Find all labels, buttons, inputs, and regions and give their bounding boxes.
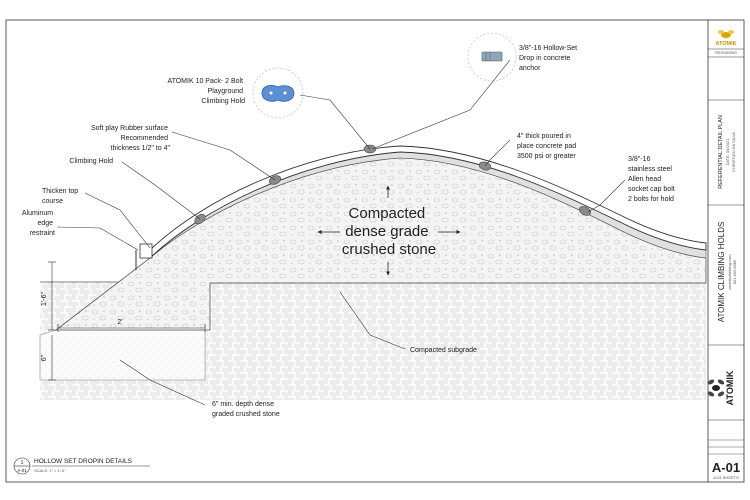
bolt-label: 3/8"-16 stainless steel Allen head socke… [628, 156, 677, 203]
svg-text:1: 1 [21, 460, 24, 466]
width-dimension: 2' [117, 319, 122, 326]
climbing-hold-label: Climbing Hold [69, 158, 113, 165]
drawing-title: HOLLOW SET DROPIN DETAILS [34, 458, 133, 465]
sheet-id: A-01 [712, 460, 740, 475]
title-block: ATOMIK REVISIONS REFERENTIAL DETAIL PLAN… [707, 30, 744, 480]
stone-center-label: Compacted dense grade crushed stone [342, 205, 436, 258]
plan-sub-2: CHRISTIAN DA SILVA [731, 132, 736, 172]
min-depth-label: 6" min. depth dense graded crushed stone [212, 401, 280, 418]
logo-text: ATOMIK [715, 41, 736, 47]
leader-lines [56, 59, 626, 406]
height-dimension: 1'-6" [41, 292, 48, 306]
hollow-set-anchor-icon [481, 51, 503, 62]
rubber-surface-label: Soft play Rubber surface Recommended thi… [91, 125, 171, 152]
revisions-label: REVISIONS [715, 50, 737, 55]
stone-arrows [317, 185, 461, 276]
concrete-pad-label: 4" thick poured in place concrete pad 35… [517, 133, 578, 160]
plan-sub-1: DATE: 09/2021 [725, 138, 730, 166]
atomik-bee-mark-icon [707, 379, 725, 397]
company-logo-text: ATOMIK [725, 370, 735, 405]
climbing-hold-5 [579, 206, 591, 216]
edge-restraint [139, 243, 153, 259]
plan-title: REFERENTIAL DETAIL PLAN [718, 115, 724, 189]
atomik-bee-logo-icon [718, 30, 734, 38]
sheet-count: A-01 SHEETS [713, 475, 739, 480]
anchor-detail-bubble [467, 32, 517, 82]
edge-restraint-label: Aluminum edge restraint [22, 210, 55, 237]
drawing-scale: SCALE: 1" = 1'-0" [34, 468, 66, 473]
subgrade-label: Compacted subgrade [410, 347, 477, 354]
min-depth-stone [39, 329, 206, 381]
depth-dimension: 6" [41, 354, 48, 361]
blue-climbing-hold-icon [261, 85, 295, 102]
project-sub-1: atomikclimbing.com [727, 254, 732, 290]
hold-detail-bubble [252, 67, 304, 119]
anchor-label: 3/8"-16 Hollow-Set Drop in concrete anch… [519, 45, 579, 72]
project-title: ATOMIK CLIMBING HOLDS [717, 222, 726, 323]
drawing-tag: 1 A-01 [13, 457, 31, 475]
dimension-lines [48, 261, 206, 381]
sheet-border [5, 19, 745, 483]
svg-text:A-01: A-01 [17, 468, 27, 473]
thicken-top-label: Thicken top course [42, 188, 80, 205]
project-sub-2: 801.405.8389 [732, 259, 737, 284]
hold-pack-label: ATOMIK 10 Pack- 2 Bolt Playground Climbi… [167, 78, 245, 105]
rubber-surface [149, 145, 707, 260]
